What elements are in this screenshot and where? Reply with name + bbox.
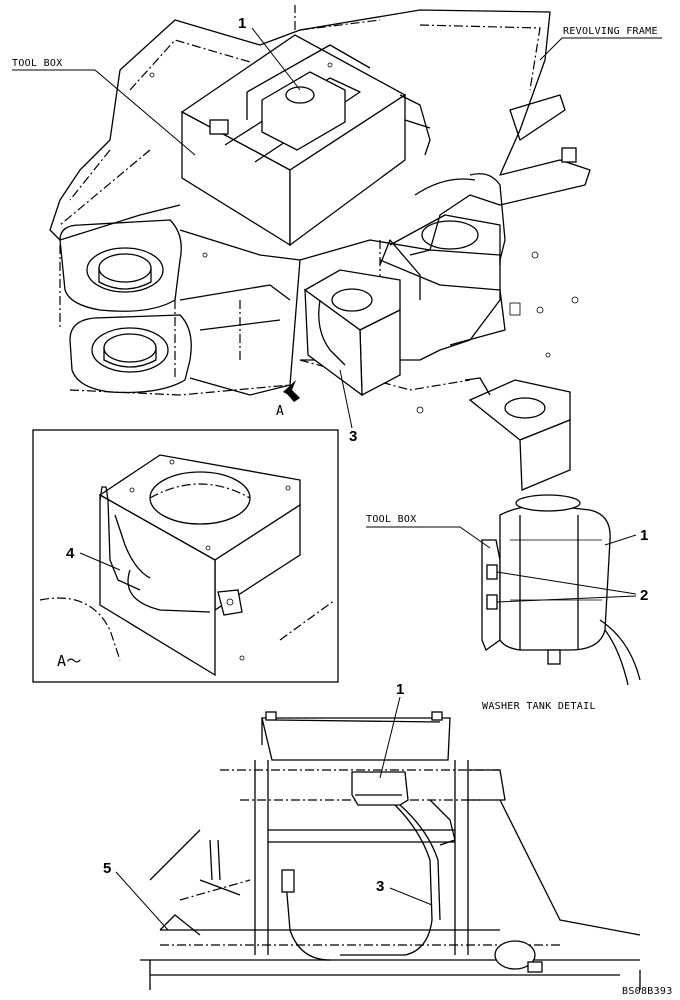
callout-5-bottom-leader	[115, 871, 169, 931]
callout-1-detail: 1	[640, 527, 648, 544]
callout-5-bottom: 5	[103, 860, 111, 877]
callout-1-top-leader	[251, 27, 301, 91]
revolving-frame-leader	[539, 37, 662, 61]
callout-3-top: 3	[349, 428, 357, 445]
callout-1-detail-leader	[604, 534, 637, 546]
callout-3-bottom-leader	[389, 887, 433, 906]
callout-4-inset: 4	[66, 545, 75, 562]
washer-tank-detail-label: WASHER TANK DETAIL	[482, 701, 596, 712]
tool-box-label-top: TOOL BOX	[12, 58, 63, 69]
callout-3-top-leader	[339, 369, 353, 429]
callout-1-top: 1	[238, 15, 246, 32]
tool-box-label-detail: TOOL BOX	[366, 514, 417, 525]
tool-box-leader-detail	[366, 526, 491, 549]
callout-2-detail-leader	[496, 571, 637, 603]
view-a-inset	[32, 429, 339, 683]
revolving-frame-label: REVOLVING FRAME	[563, 26, 658, 37]
callout-3-bottom: 3	[376, 878, 384, 895]
callout-4-inset-leader	[79, 552, 121, 571]
tool-box-leader-top	[12, 69, 196, 156]
drawing-code: BS08B393	[622, 986, 673, 997]
view-a-inset-label: A～	[57, 652, 82, 670]
callout-1-bottom: 1	[396, 681, 404, 698]
callout-1-bottom-leader	[379, 696, 401, 779]
bottom-installation-view	[140, 711, 641, 990]
view-a-arrow-icon	[283, 380, 300, 402]
revolving-frame-drawing	[49, 5, 591, 491]
view-a-label: A	[276, 404, 284, 419]
washer-tank-detail	[481, 494, 641, 686]
callout-2-detail: 2	[640, 587, 648, 604]
